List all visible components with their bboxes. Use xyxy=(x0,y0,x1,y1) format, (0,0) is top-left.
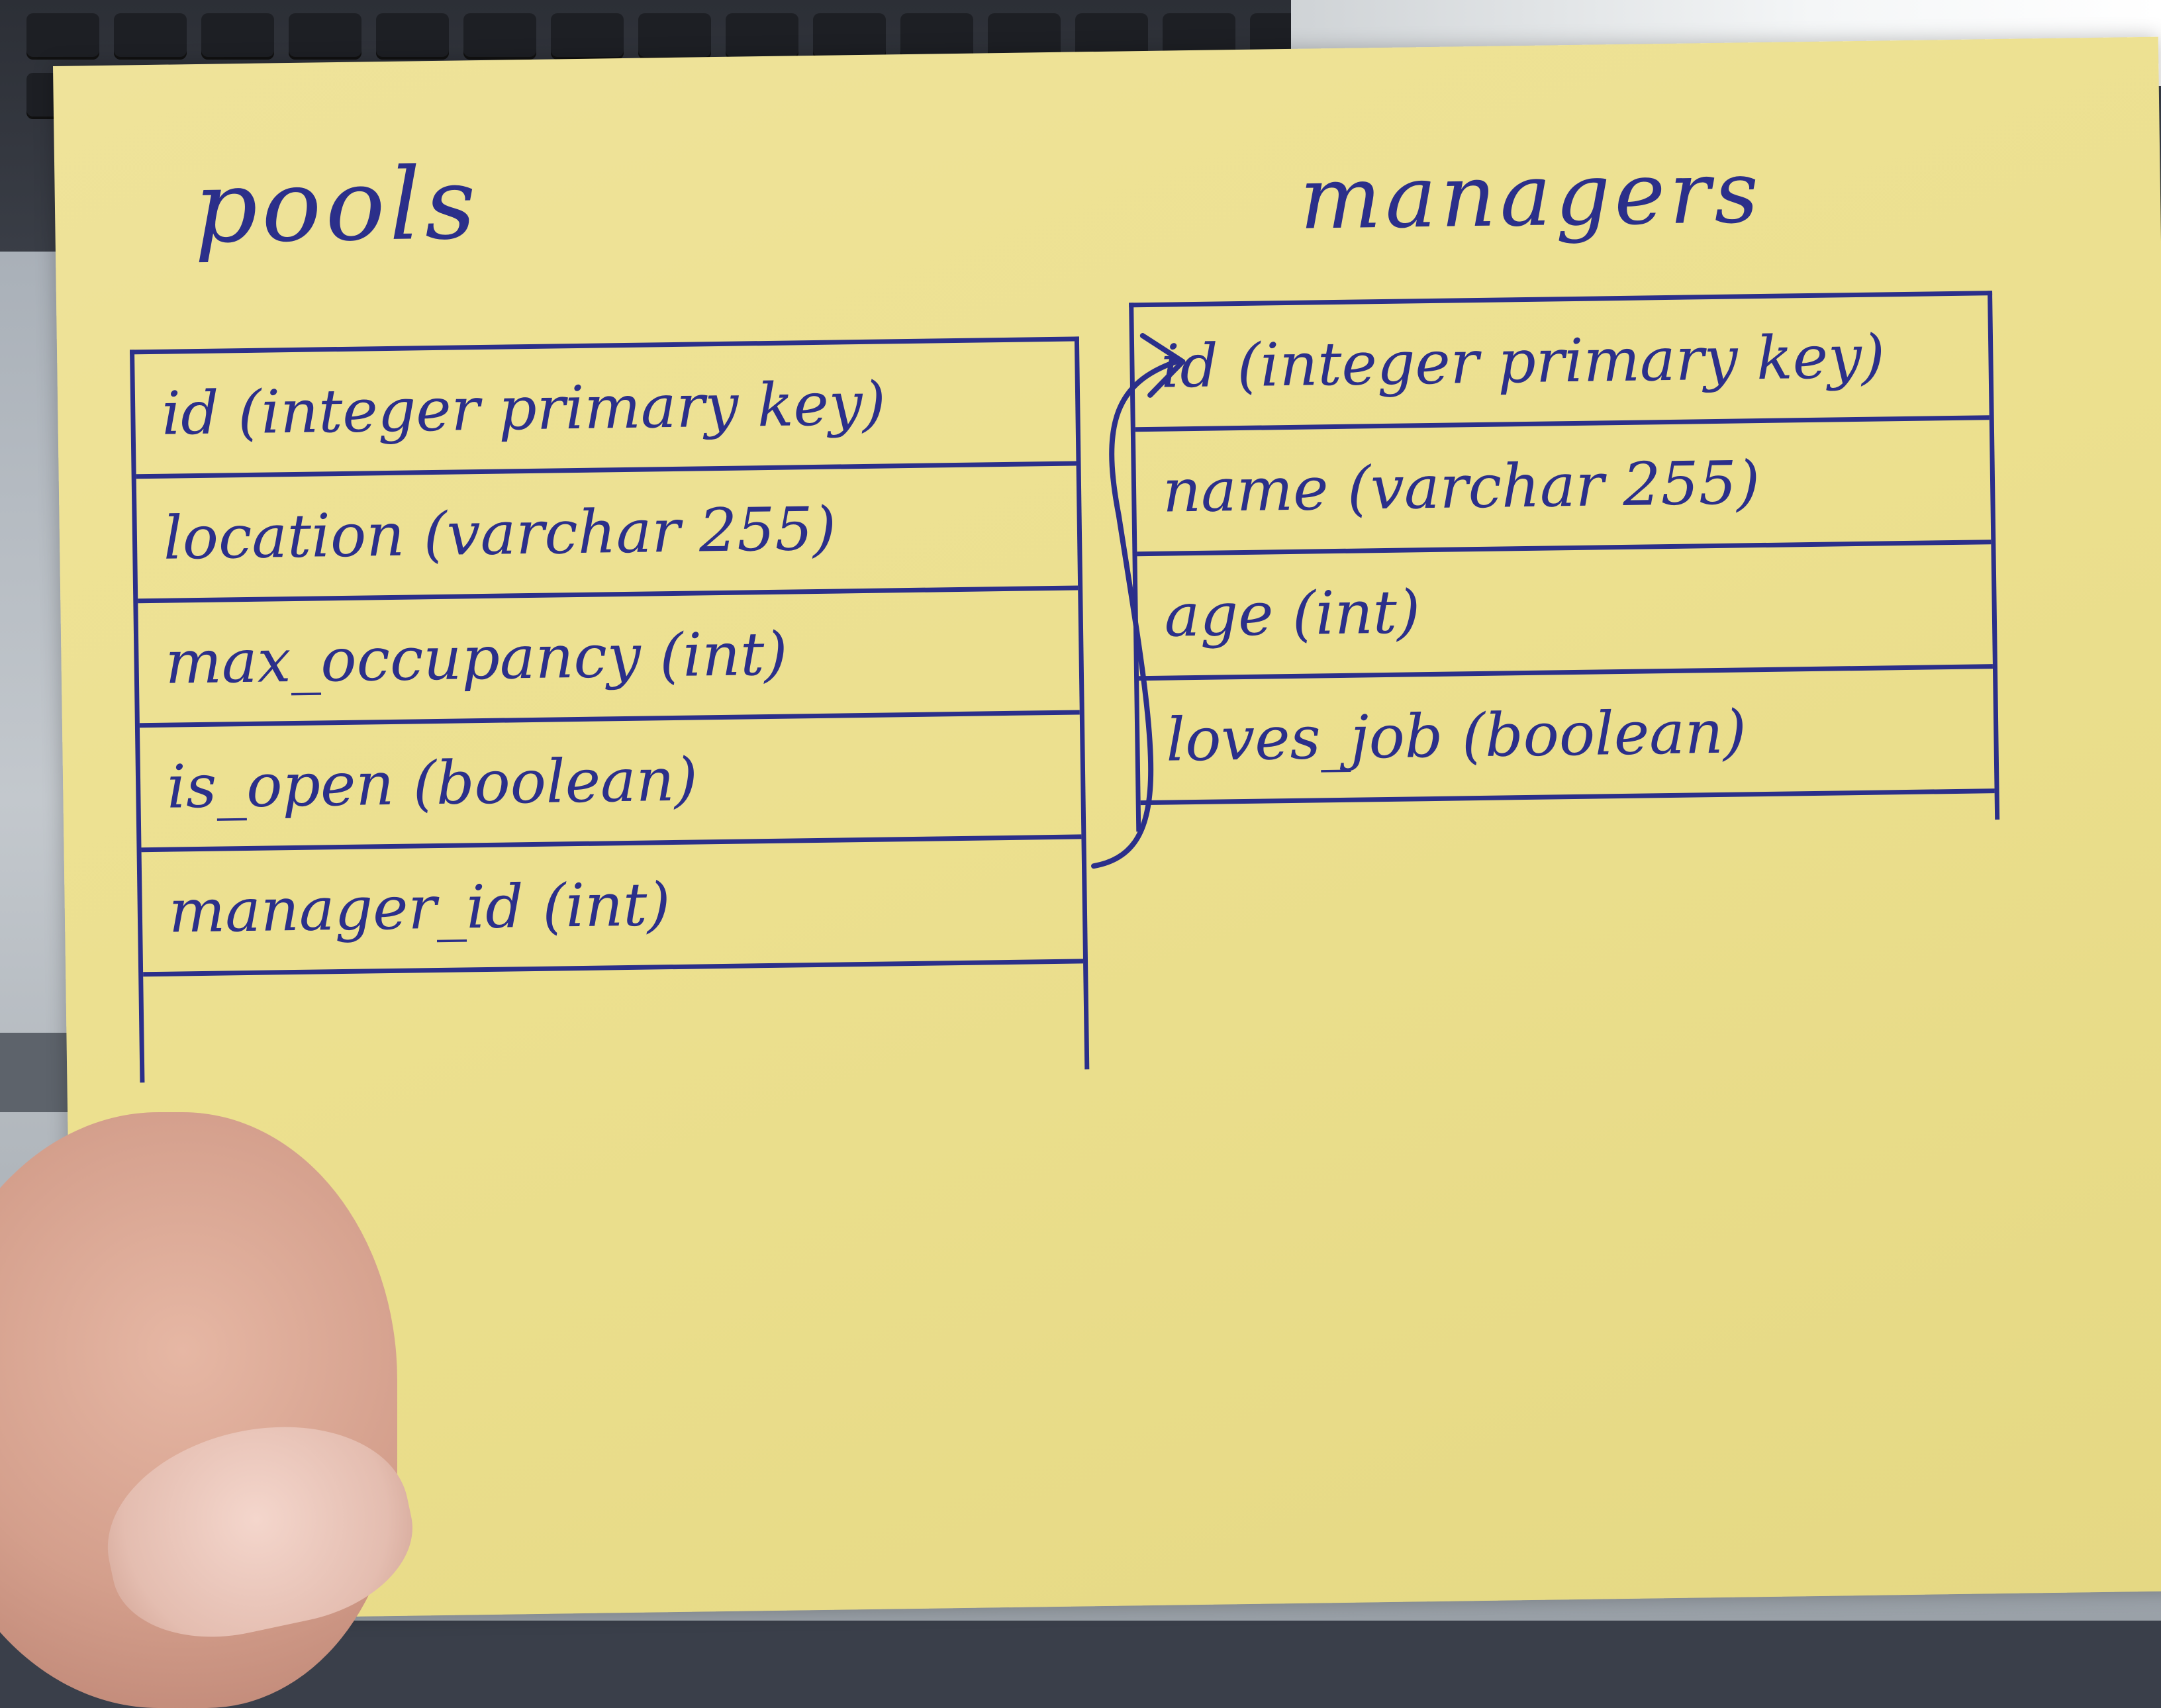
keyboard-key xyxy=(114,13,187,60)
keyboard-key xyxy=(376,13,449,60)
keyboard-key xyxy=(551,13,624,60)
foreign-key-connector xyxy=(1091,333,1186,869)
keyboard-key xyxy=(900,13,973,60)
arrow-head-icon xyxy=(1139,333,1186,398)
sticky-note: pools id (integer primary key) location … xyxy=(53,36,2161,1621)
keyboard-key xyxy=(638,13,711,60)
relation-line xyxy=(1091,359,1179,869)
keyboard-key xyxy=(201,13,274,60)
keyboard-key xyxy=(289,13,361,60)
keyboard-key xyxy=(463,13,536,60)
keyboard-key xyxy=(726,13,798,60)
keyboard-key xyxy=(813,13,886,60)
keyboard-key xyxy=(26,13,99,60)
